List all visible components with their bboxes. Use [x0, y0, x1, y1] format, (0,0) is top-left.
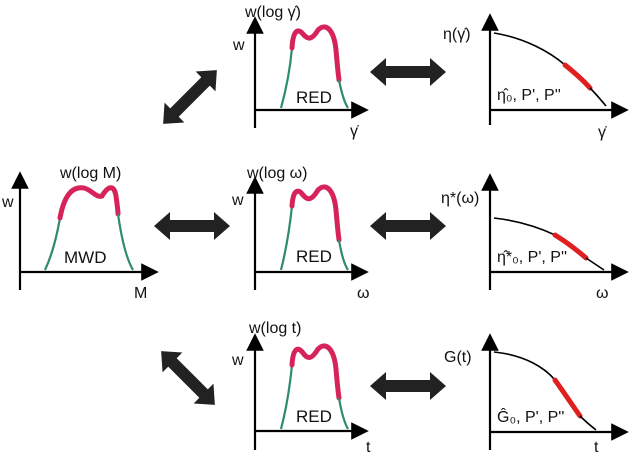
distribution-core — [289, 343, 342, 401]
x-axis-label: ω — [357, 285, 370, 302]
x-axis-label: M — [134, 285, 147, 302]
double-arrow-middle-left — [154, 212, 230, 240]
flow-curve-tail — [589, 87, 607, 107]
panel-w-omega-title: w(log ω) — [246, 165, 308, 182]
panel-eta-omega: η*(ω) ω η̂*₀, P', P'' — [441, 173, 629, 302]
distribution-right-tail — [337, 79, 349, 109]
distribution-left-tail — [279, 364, 294, 430]
relaxation-curve-tail — [579, 415, 597, 431]
y-axis-label: w — [231, 352, 244, 369]
y-axis-label: w — [1, 194, 14, 211]
distribution-core — [289, 184, 342, 243]
distribution-right-tail — [337, 397, 349, 430]
x-axis-label: γ̇ — [598, 124, 607, 141]
flow-curve-tail — [585, 257, 605, 271]
flow-curve-plateau — [493, 217, 556, 236]
distribution-left-tail — [44, 217, 62, 271]
panel-w-M-title: w(log M) — [59, 165, 121, 182]
double-arrow-bottom-right — [370, 372, 446, 400]
distribution-right-tail — [337, 239, 349, 271]
y-axis-label: G(t) — [444, 349, 472, 366]
panel-params: Ĝ₀, P', P'' — [497, 407, 564, 426]
x-axis-label: t — [366, 439, 371, 455]
flow-curve-highlight — [562, 62, 593, 91]
panel-text-red: RED — [296, 247, 332, 266]
panel-eta-gamma: η(γ̇) γ̇ η̂₀, P', P'' — [443, 13, 629, 141]
relaxation-curve-highlight — [552, 377, 583, 419]
panel-w-M: w(log M) w M MWD — [1, 165, 159, 302]
panel-text-mwd: MWD — [64, 248, 106, 267]
y-axis-label: η*(ω) — [441, 190, 479, 207]
panel-w-gamma-title: w(log γ̇) — [244, 4, 301, 21]
panel-params: η̂₀, P', P'' — [497, 87, 561, 104]
x-axis-label: ω — [596, 285, 609, 302]
relaxation-curve-plateau — [493, 351, 556, 381]
panel-text-red: RED — [296, 88, 332, 107]
y-axis-label: w — [231, 192, 244, 209]
x-axis-label: t — [594, 439, 599, 455]
distribution-core — [57, 185, 121, 221]
panel-G-t: G(t) t Ĝ₀, P', P'' — [444, 333, 629, 455]
double-arrow-middle-right — [370, 212, 446, 240]
double-arrow-top-right — [370, 58, 446, 86]
panel-w-omega: w(log ω) w ω RED — [231, 165, 370, 302]
distribution-left-tail — [279, 205, 294, 271]
double-arrow-top-left — [163, 70, 217, 124]
y-axis-label: η(γ̇) — [443, 26, 471, 43]
double-arrow-bottom-left — [161, 351, 215, 405]
panel-params: η̂*₀, P', P'' — [497, 249, 567, 266]
distribution-core — [289, 24, 342, 83]
x-axis-label: γ̇ — [350, 123, 359, 140]
panel-text-red: RED — [296, 407, 332, 426]
flow-curve-plateau — [493, 32, 566, 66]
flow-curve-highlight — [552, 232, 589, 261]
panel-w-t: w(log t) w t RED — [231, 320, 371, 455]
panel-w-gamma: w(log γ̇) w γ̇ RED — [232, 4, 369, 140]
y-axis-label: w — [232, 37, 245, 54]
panel-w-t-title: w(log t) — [248, 320, 301, 337]
distribution-left-tail — [279, 47, 294, 109]
distribution-right-tail — [116, 213, 134, 271]
